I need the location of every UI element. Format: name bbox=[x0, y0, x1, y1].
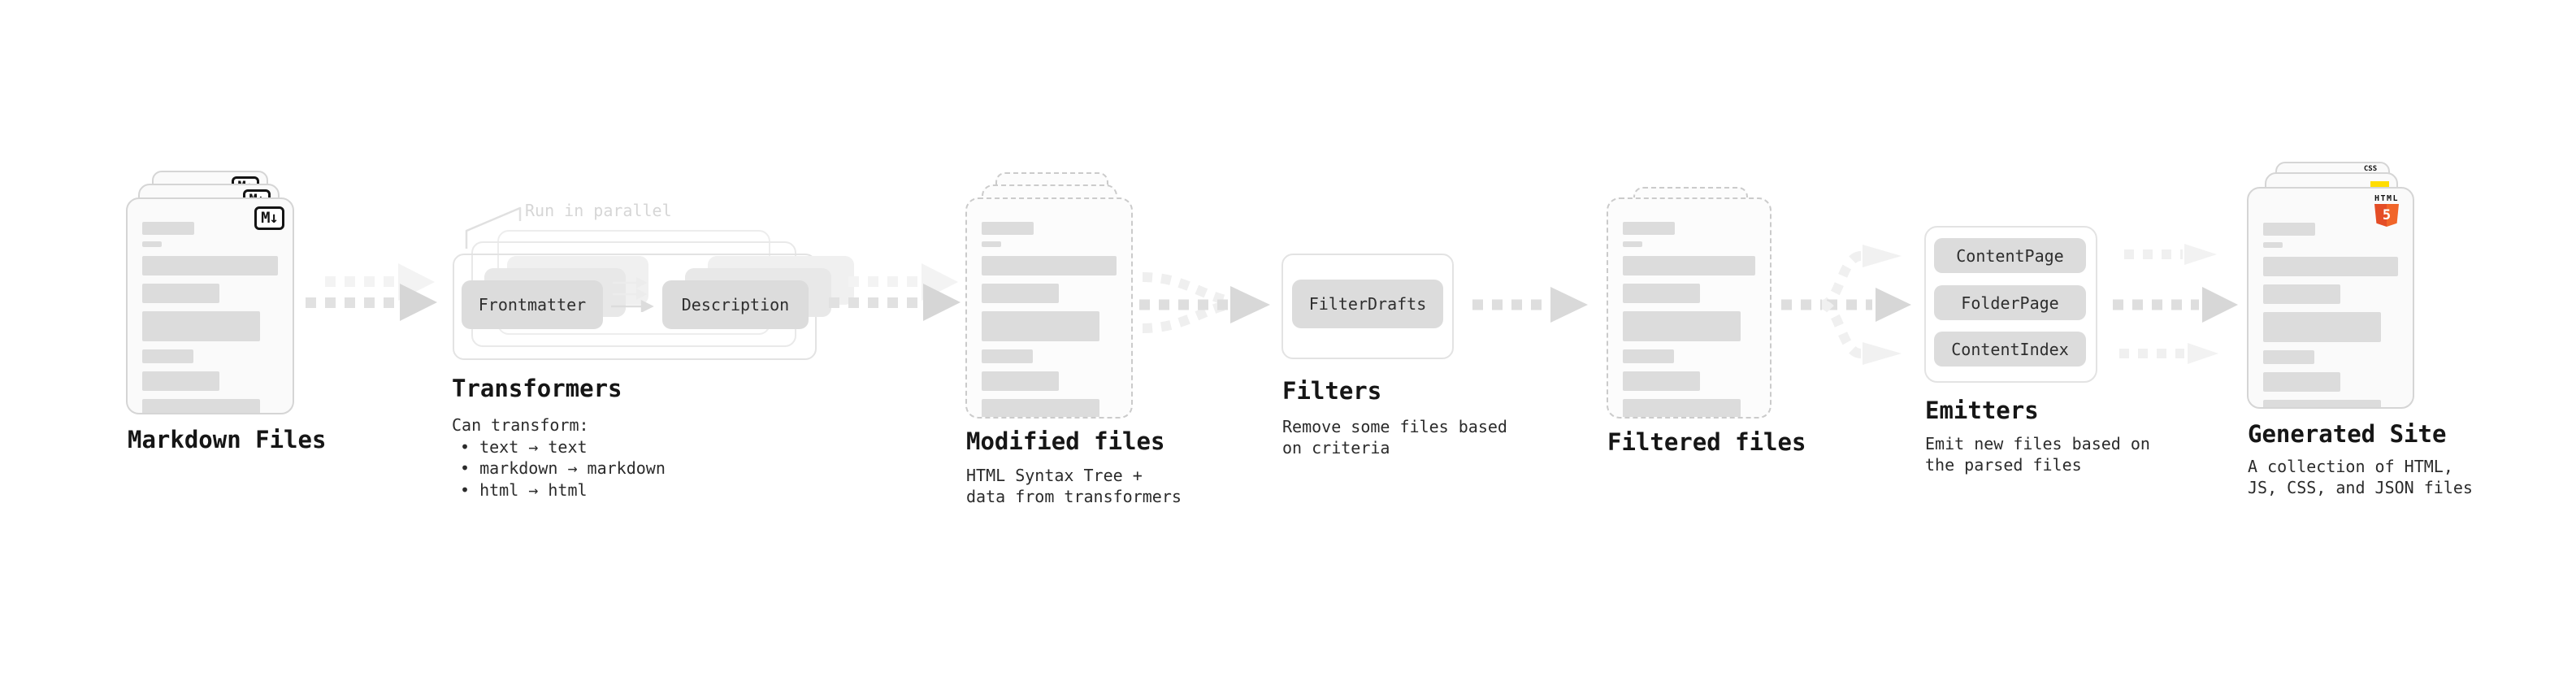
transformers-title: Transformers bbox=[452, 375, 622, 402]
filters-title: Filters bbox=[1282, 377, 1382, 405]
emitters-frame bbox=[1924, 226, 2097, 383]
filters-frame bbox=[1281, 254, 1454, 359]
transformers-notes: Can transform: • text → text • markdown … bbox=[452, 414, 666, 501]
arrow-filtered-to-emitters-fanout bbox=[1781, 245, 1911, 365]
parallel-flow-arrows bbox=[611, 276, 654, 312]
arrow-modified-to-filters-merge bbox=[1139, 272, 1270, 333]
description-line: data from transformers bbox=[966, 487, 1182, 506]
arrow-markdown-to-transformers bbox=[306, 263, 437, 321]
text-line-placeholders bbox=[2249, 189, 2413, 407]
modified-files-description: HTML Syntax Tree + data from transformer… bbox=[966, 465, 1182, 507]
run-in-parallel-annotation: Run in parallel bbox=[525, 201, 672, 220]
emitters-description: Emit new files based on the parsed files bbox=[1925, 433, 2150, 475]
generated-site-title: Generated Site bbox=[2248, 420, 2447, 448]
run-in-parallel-callout-line bbox=[465, 206, 522, 249]
arrow-emitters-to-site-triple bbox=[2113, 244, 2238, 364]
transform-bullet: • text → text bbox=[460, 436, 588, 457]
filters-description: Remove some files based on criteria bbox=[1282, 416, 1507, 458]
html5-icon-word: HTML bbox=[2374, 194, 2400, 203]
node-filtered-files bbox=[1607, 187, 1772, 419]
markdown-file-card-front: M↓ bbox=[126, 197, 294, 414]
modified-files-title: Modified files bbox=[966, 427, 1165, 455]
arrow-transformers-to-modified bbox=[829, 263, 961, 321]
node-markdown-files: M↓ M↓ M↓ bbox=[126, 171, 294, 414]
contentpage-pill: ContentPage bbox=[1934, 238, 2086, 273]
can-transform-label: Can transform: bbox=[452, 415, 589, 435]
site-html-file-card: HTML 5 bbox=[2247, 187, 2414, 409]
transform-bullet: • markdown → markdown bbox=[460, 458, 666, 478]
node-modified-files bbox=[965, 172, 1133, 419]
description-line: the parsed files bbox=[1925, 455, 2082, 475]
frontmatter-pill: Frontmatter bbox=[462, 280, 603, 329]
text-line-placeholders bbox=[1608, 199, 1770, 417]
filtered-files-title: Filtered files bbox=[1607, 428, 1806, 456]
description-line: HTML Syntax Tree + bbox=[966, 466, 1143, 485]
description-line: on criteria bbox=[1282, 438, 1390, 458]
text-line-placeholders bbox=[128, 199, 293, 413]
description-line: Remove some files based bbox=[1282, 417, 1507, 436]
description-pill: Description bbox=[662, 280, 809, 329]
html5-icon-number: 5 bbox=[2382, 207, 2392, 223]
css-icon-label: CSS bbox=[2363, 165, 2378, 173]
arrow-filters-to-filtered bbox=[1472, 287, 1588, 323]
html5-icon-shield: 5 bbox=[2374, 204, 2399, 227]
emitters-title: Emitters bbox=[1925, 397, 2039, 424]
filterdrafts-pill: FilterDrafts bbox=[1292, 280, 1443, 328]
generated-site-description: A collection of HTML, JS, CSS, and JSON … bbox=[2248, 456, 2473, 498]
markdown-files-title: Markdown Files bbox=[128, 426, 327, 453]
description-line: JS, CSS, and JSON files bbox=[2248, 478, 2473, 497]
text-line-placeholders bbox=[967, 199, 1131, 417]
transform-bullet: • html → html bbox=[460, 479, 588, 500]
folderpage-pill: FolderPage bbox=[1934, 285, 2086, 320]
modified-file-card-front bbox=[965, 197, 1133, 419]
contentindex-pill: ContentIndex bbox=[1934, 332, 2086, 367]
markdown-icon: M↓ bbox=[254, 206, 284, 230]
description-line: Emit new files based on bbox=[1925, 434, 2150, 453]
description-line: A collection of HTML, bbox=[2248, 457, 2453, 476]
html5-icon: HTML 5 bbox=[2372, 194, 2401, 227]
filtered-file-card-front bbox=[1607, 197, 1772, 419]
node-generated-site: CSS HTML 5 bbox=[2247, 162, 2414, 410]
